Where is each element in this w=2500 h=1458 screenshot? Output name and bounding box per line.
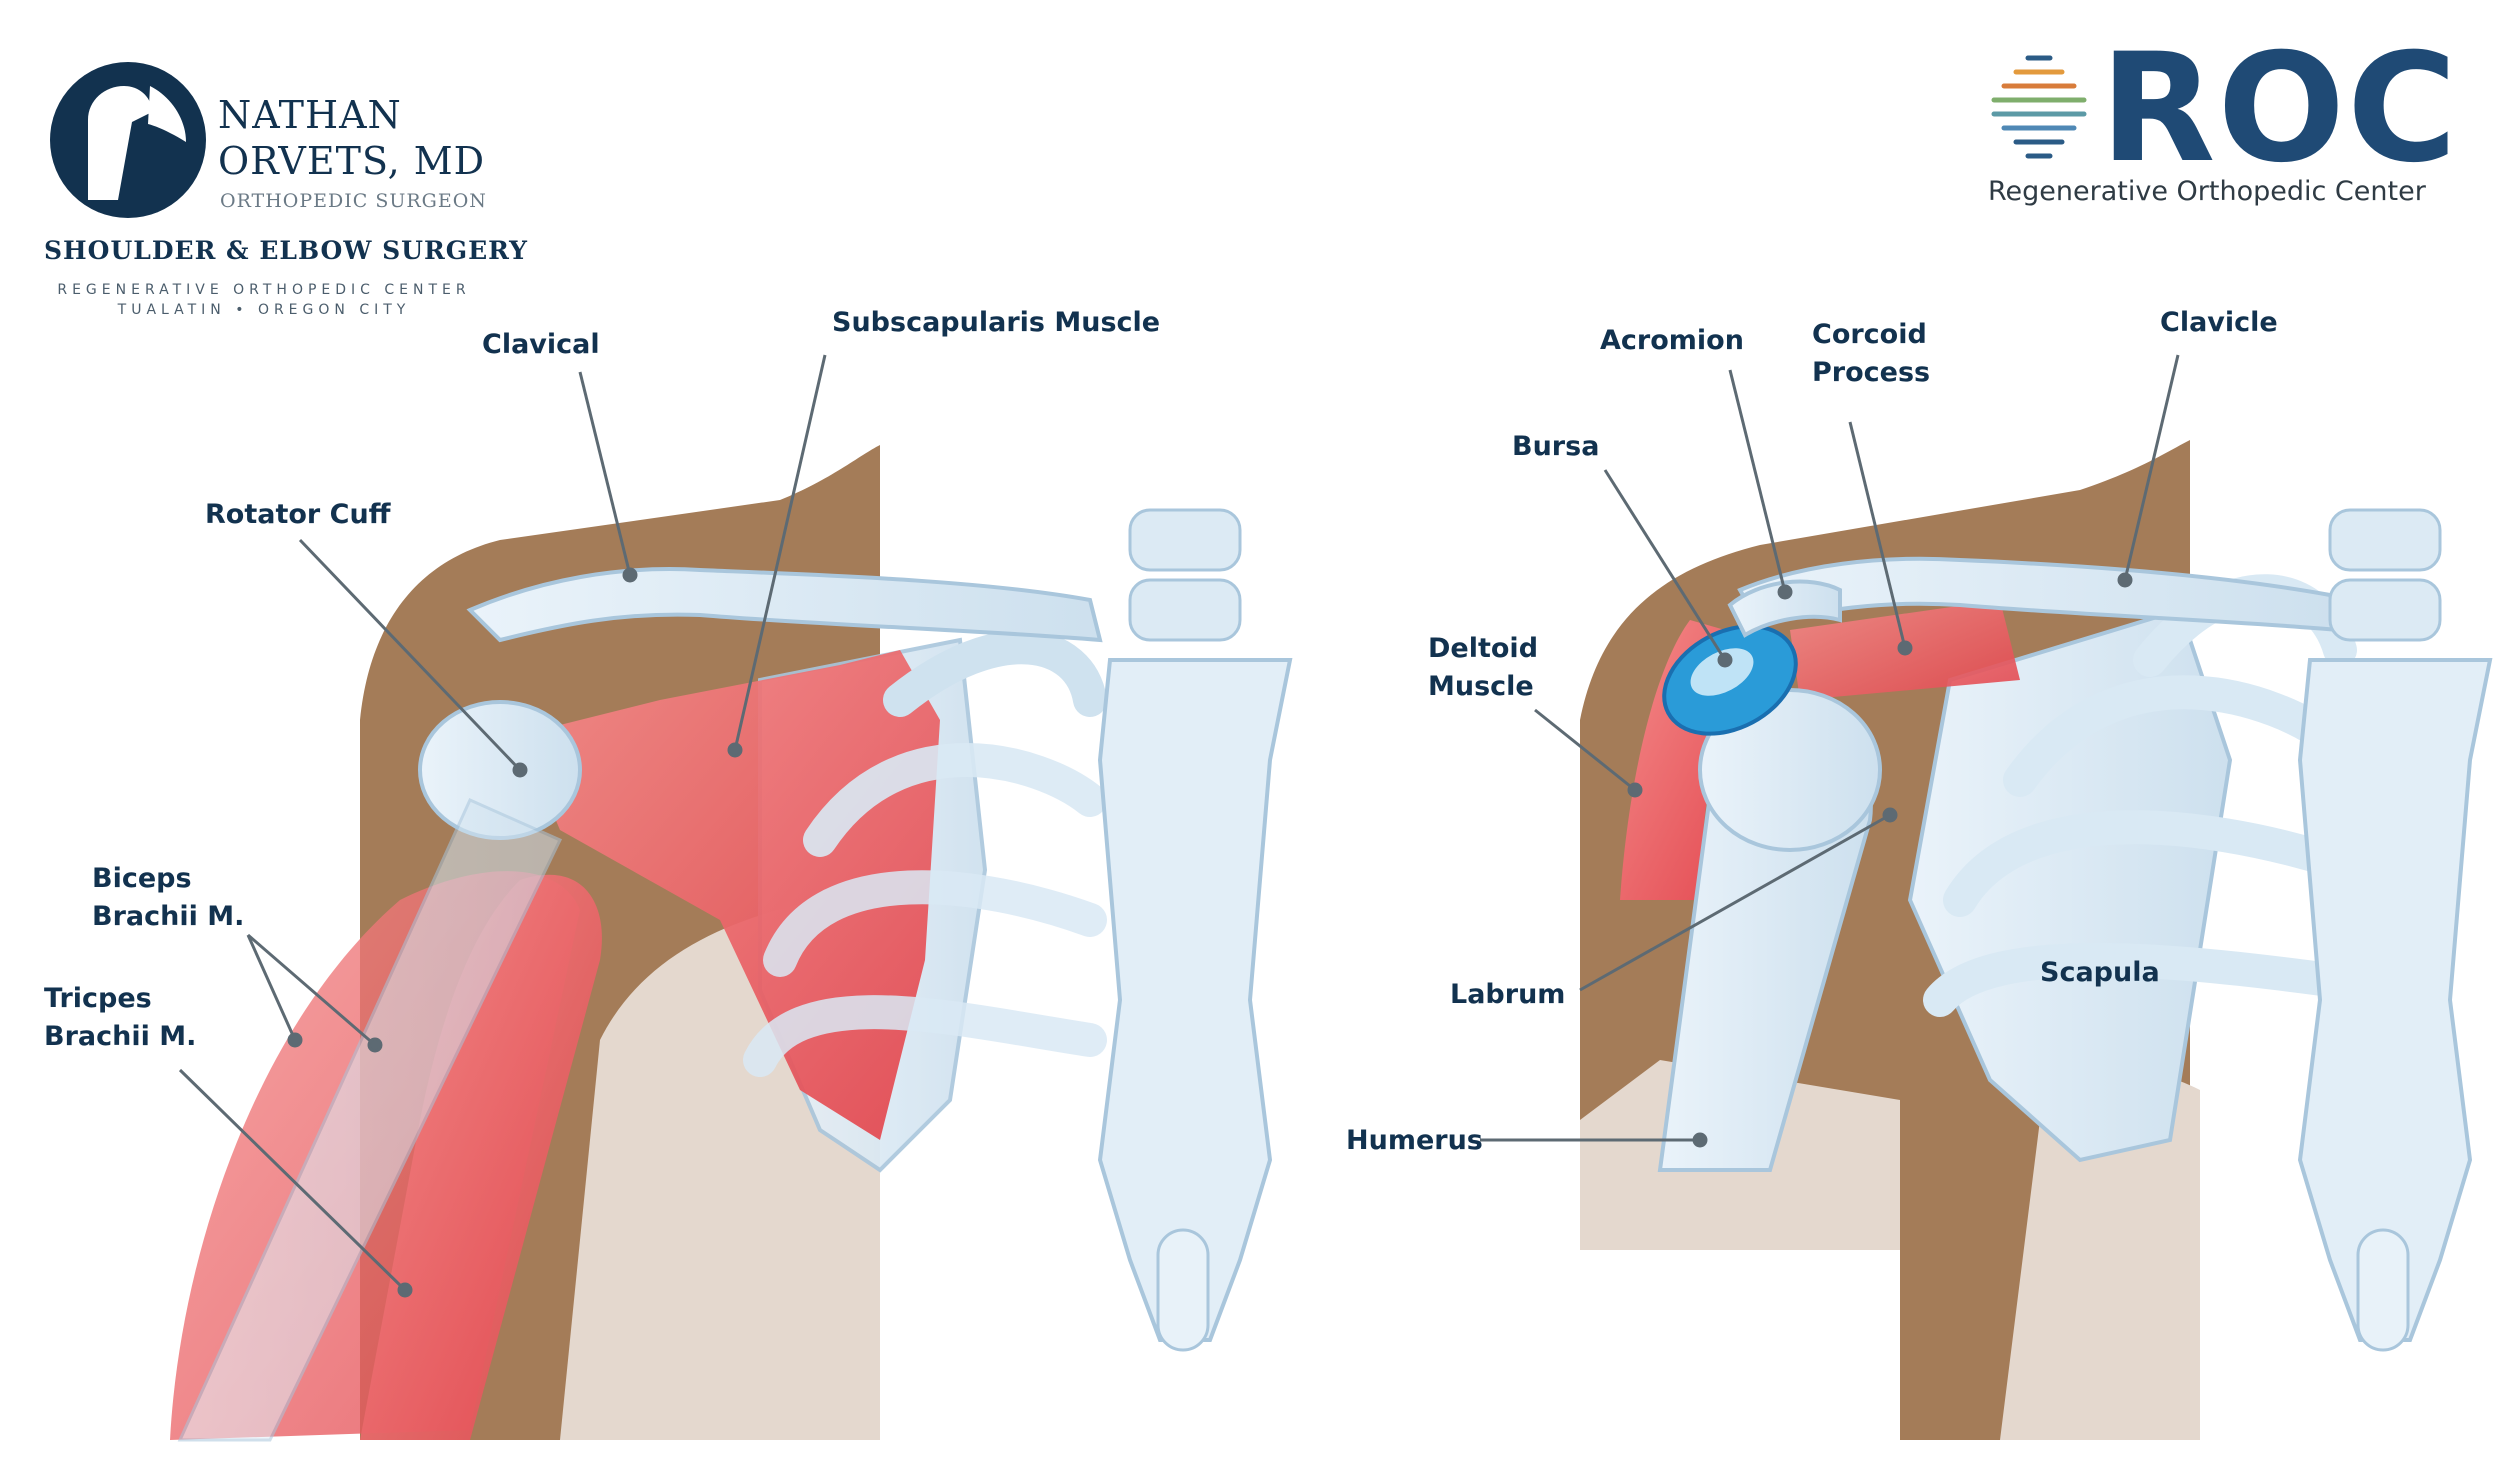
label-deltoid-line2: Muscle [1428,671,1534,702]
right-torso-lower [2000,1068,2200,1440]
label-triceps-line1: Tricpes [44,983,152,1014]
label-biceps-line1: Biceps [92,863,192,894]
right-spine [2297,508,2493,1352]
label-triceps-brachii: Tricpes Brachii M. [44,980,196,1056]
label-biceps-brachii: Biceps Brachii M. [92,860,244,936]
label-labrum: Labrum [1450,979,1566,1010]
leader-bursa [1603,469,1727,661]
shoulder-joint-logo-icon [50,62,206,218]
label-acromion: Acromion [1600,325,1744,356]
leader-labrum [1579,813,1891,992]
right-bursa-highlight [1690,648,1754,696]
brand-name-line1: NATHAN [218,93,402,137]
right-rib-3 [1943,810,2347,917]
leader-lines [178,354,2180,1298]
leader-subscapularis [733,354,827,751]
brand-specialty: SHOULDER & ELBOW SURGERY [44,236,528,265]
brand-locations: TUALATIN • OREGON CITY [117,302,411,318]
leader-biceps-b [247,933,376,1047]
label-triceps-line2: Brachii M. [44,1021,197,1052]
label-biceps-line2: Brachii M. [92,901,245,932]
leader-triceps [178,1068,407,1292]
brand-center: REGENERATIVE ORTHOPEDIC CENTER [57,282,471,298]
label-deltoid-muscle: Deltoid Muscle [1428,630,1538,706]
left-rib-1 [883,630,1107,717]
left-humerus [177,798,563,1442]
leader-corcoid [1848,421,1907,649]
left-triceps-muscle [360,874,602,1440]
roc-subtitle: Regenerative Orthopedic Center [1988,176,2426,207]
leader-clavicle [2123,354,2180,581]
leader-clavical [578,371,632,576]
right-acromion [1727,579,1842,638]
left-clavicle [466,567,1103,643]
left-rib-3 [763,870,1107,977]
leader-biceps-a [246,934,297,1041]
label-scapula: Scapula [2040,957,2160,988]
label-corcoid-line2: Process [1812,357,1931,388]
leader-rotator-cuff [298,538,522,772]
left-shoulder-figure [170,445,1293,1442]
brand-name-line2: ORVETS, MD [218,139,486,183]
striped-diamond-logo-icon [1991,55,2087,159]
leader-acromion [1728,369,1787,593]
left-spine [1097,508,1293,1352]
label-clavical: Clavical [482,329,600,360]
left-rib-2 [803,743,1107,857]
label-corcoid-process: Corcoid Process [1812,316,1930,392]
label-corcoid-line1: Corcoid [1812,319,1927,350]
brand-title: ORTHOPEDIC SURGEON [220,190,487,212]
label-bursa: Bursa [1512,431,1600,462]
leader-deltoid [1534,708,1636,792]
right-shoulder-figure [1580,440,2493,1440]
label-humerus: Humerus [1346,1125,1483,1156]
label-rotator-cuff: Rotator Cuff [205,499,391,530]
label-subscapularis-muscle: Subscapularis Muscle [832,307,1161,338]
left-rib-4 [743,995,1107,1077]
roc-logo-text: ROC [2100,22,2460,196]
label-deltoid-line1: Deltoid [1428,633,1539,664]
label-clavicle: Clavicle [2160,307,2278,338]
right-rib-4 [1923,943,2347,1017]
